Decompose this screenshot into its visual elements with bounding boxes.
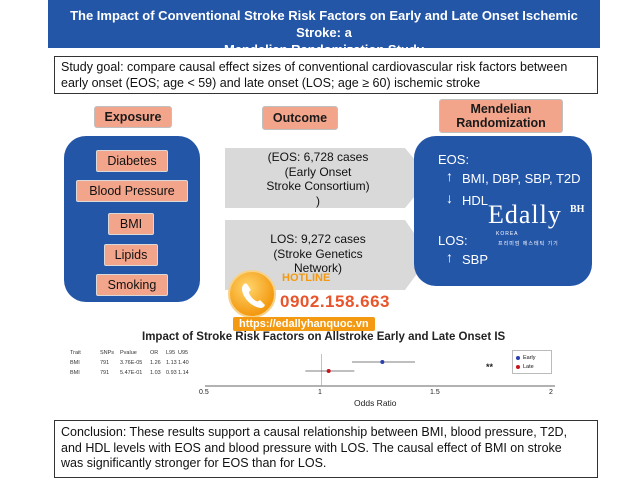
cell: 1.26 xyxy=(150,360,161,366)
col-pvalue: Pvalue xyxy=(120,350,137,356)
study-goal-line-2: early onset (EOS; age < 59) and late ons… xyxy=(61,76,481,90)
study-goal-box: Study goal: compare causal effect sizes … xyxy=(54,56,598,94)
eos-line-2: (Early Onset xyxy=(284,164,352,179)
eos-outcome: (EOS: 6,728 cases (Early Onset Stroke Co… xyxy=(238,150,398,208)
conclusion-box: Conclusion: These results support a caus… xyxy=(54,420,598,478)
los-line-3: Network) xyxy=(293,261,342,275)
conclusion-line-3: was significantly stronger for EOS than … xyxy=(61,456,327,470)
exposure-bmi: BMI xyxy=(108,213,154,235)
cell: BMI xyxy=(70,360,80,366)
legend-late-label: Late xyxy=(523,363,534,370)
watermark-suffix: BH xyxy=(570,204,585,215)
x-tick-label: 1 xyxy=(318,389,322,396)
hotline-label: HOTLINE xyxy=(282,272,331,284)
late-point xyxy=(326,369,331,373)
table-row: BMI 791 5.47E-01 1.03 0.93 1.14 xyxy=(70,368,192,378)
cell: 0.93 xyxy=(166,370,177,376)
cell: 1.03 xyxy=(150,370,161,376)
early-dot-icon xyxy=(516,355,520,360)
cell: 3.76E-05 xyxy=(120,360,143,366)
up-arrow-icon: ↑ xyxy=(446,168,453,184)
col-l95: L95 xyxy=(166,350,176,356)
x-tick-label: 0.5 xyxy=(199,389,209,396)
mendelian-randomization-header: Mendelian Randomization xyxy=(439,99,563,133)
website-link[interactable]: https://edallyhanquoc.vn xyxy=(233,317,375,331)
conclusion-line-1: Conclusion: These results support a caus… xyxy=(61,425,568,439)
los-outcome: LOS: 9,272 cases (Stroke Genetics Networ… xyxy=(238,232,398,276)
watermark-brand: Edally xyxy=(488,200,562,229)
exposure-lipids: Lipids xyxy=(104,244,158,266)
hotline-overlay[interactable]: HOTLINE 0902.158.663 https://edallyhanqu… xyxy=(228,270,398,334)
eos-line-3: Stroke Consortium) xyxy=(266,179,370,193)
legend-early-label: Early xyxy=(523,354,536,361)
legend-early: Early xyxy=(516,353,548,362)
forest-plot-legend: Early Late xyxy=(512,350,552,374)
up-arrow-icon: ↑ xyxy=(446,249,453,265)
watermark-sub-2: 프리미엄 에스테틱 기기 xyxy=(498,241,559,247)
col-trait: Trait xyxy=(70,350,81,356)
mr-results-panel xyxy=(414,136,592,286)
mr-header-line-1: Mendelian xyxy=(470,102,532,116)
late-dot-icon xyxy=(516,364,520,369)
mr-header-line-2: Randomization xyxy=(456,116,546,130)
edally-watermark: Edally BH KOREA 프리미엄 에스테틱 기기 xyxy=(488,200,584,247)
cell: 1.40 xyxy=(178,360,189,366)
exposure-blood-pressure: Blood Pressure xyxy=(76,180,188,202)
outcome-header: Outcome xyxy=(262,106,338,130)
cell: 1.14 xyxy=(178,370,189,376)
title-banner: The Impact of Conventional Stroke Risk F… xyxy=(48,0,600,57)
cell: 5.47E-01 xyxy=(120,370,143,376)
forest-plot-chart: ** xyxy=(205,354,555,387)
hotline-number[interactable]: 0902.158.663 xyxy=(280,292,390,311)
cell: 1.13 xyxy=(166,360,177,366)
los-line-2: (Stroke Genetics xyxy=(273,246,363,261)
mr-los-increase: SBP xyxy=(462,252,489,267)
eos-line-1: (EOS: 6,728 cases xyxy=(267,150,369,164)
cell: 791 xyxy=(100,370,110,376)
forest-plot-table: Trait SNPs Pvalue OR L95 U95 BMI 791 3.7… xyxy=(70,348,192,378)
early-point xyxy=(380,360,385,364)
title-line-1: The Impact of Conventional Stroke Risk F… xyxy=(70,8,578,40)
x-tick-label: 1.5 xyxy=(430,389,440,396)
study-goal-line-1: Study goal: compare causal effect sizes … xyxy=(61,60,568,74)
mr-eos-label: EOS: xyxy=(438,152,470,167)
legend-late: Late xyxy=(516,362,548,371)
mr-eos-increase: BMI, DBP, SBP, T2D xyxy=(462,171,581,186)
table-header-row: Trait SNPs Pvalue OR L95 U95 xyxy=(70,348,192,358)
conclusion-line-2: and HDL levels with EOS and blood pressu… xyxy=(61,440,562,455)
los-line-1: LOS: 9,272 cases xyxy=(270,232,366,246)
title-line-2: Mendelian Randomization Study xyxy=(223,42,425,57)
watermark-sub: KOREA xyxy=(496,231,519,237)
col-or: OR xyxy=(150,350,159,356)
table-row: BMI 791 3.76E-05 1.26 1.13 1.40 xyxy=(70,358,192,368)
significance-marker: ** xyxy=(486,362,494,372)
phone-icon[interactable] xyxy=(228,270,276,318)
exposure-smoking: Smoking xyxy=(96,274,168,296)
cell: BMI xyxy=(70,370,80,376)
x-axis-label: Odds Ratio xyxy=(354,398,397,408)
col-snps: SNPs xyxy=(100,350,115,356)
mr-los-label: LOS: xyxy=(438,233,468,248)
mr-eos-decrease: HDL xyxy=(462,193,489,208)
cell: 791 xyxy=(100,360,110,366)
col-u95: U95 xyxy=(178,350,189,356)
eos-line-4: ) xyxy=(316,193,320,208)
down-arrow-icon: ↓ xyxy=(446,190,453,206)
exposure-header: Exposure xyxy=(94,106,172,128)
x-tick-label: 2 xyxy=(549,389,553,396)
exposure-diabetes: Diabetes xyxy=(96,150,168,172)
forest-plot-title: Impact of Stroke Risk Factors on Allstro… xyxy=(142,331,506,343)
